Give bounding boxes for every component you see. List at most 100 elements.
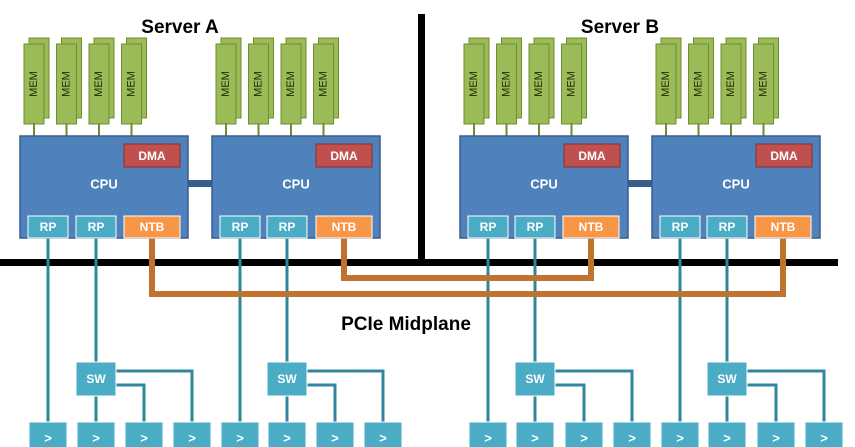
device-box: [76, 421, 116, 447]
pcie-switch: SW: [75, 361, 117, 397]
switch-label: SW: [525, 372, 545, 386]
ntb-port-label: NTB: [579, 220, 604, 234]
pcie-device: >: [315, 421, 355, 447]
ntb-port: NTB: [123, 215, 181, 239]
memory-label: MEM: [566, 71, 578, 97]
chevron-icon: >: [820, 431, 828, 446]
root-port-box: [659, 215, 701, 239]
cpu-label: CPU: [90, 177, 117, 192]
pcie-device: >: [220, 421, 260, 447]
chevron-icon: >: [531, 431, 539, 446]
device-box: [28, 421, 68, 447]
root-port-box: [27, 215, 69, 239]
memory-module: MEM: [720, 37, 747, 137]
root-port-label: RP: [527, 220, 544, 234]
pcie-switch: SW: [514, 361, 556, 397]
pcie-device: >: [363, 421, 403, 447]
device-box: [756, 421, 796, 447]
server-divider: [418, 14, 425, 262]
dma-label: DMA: [330, 149, 358, 163]
chevron-icon: >: [676, 431, 684, 446]
chevron-icon: >: [580, 431, 588, 446]
switch-box: [75, 361, 117, 397]
root-port: RP: [27, 215, 69, 239]
pcie-switch: SW: [266, 361, 308, 397]
device-box: [564, 421, 604, 447]
pcie-device: >: [756, 421, 796, 447]
root-port-box: [514, 215, 556, 239]
memory-module: MEM: [561, 37, 587, 137]
memory-label: MEM: [533, 71, 545, 97]
chevron-icon: >: [484, 431, 492, 446]
device-box: [172, 421, 212, 447]
root-port: RP: [706, 215, 748, 239]
chevron-icon: >: [283, 431, 291, 446]
chevron-icon: >: [140, 431, 148, 446]
root-port: RP: [514, 215, 556, 239]
chevron-icon: >: [379, 431, 387, 446]
server-b-title: Server B: [581, 17, 659, 38]
device-box: [707, 421, 747, 447]
dma-label: DMA: [578, 149, 606, 163]
device-box: [660, 421, 700, 447]
memory-module: MEM: [280, 37, 307, 137]
chevron-icon: >: [772, 431, 780, 446]
memory-module: MEM: [753, 37, 779, 137]
dma-engine: [755, 143, 813, 168]
root-port-label: RP: [279, 220, 296, 234]
pcie-device: >: [612, 421, 652, 447]
dma-label: DMA: [770, 149, 798, 163]
memory-module: MEM: [528, 37, 555, 137]
ntb-port: NTB: [562, 215, 620, 239]
device-box: [468, 421, 508, 447]
chevron-icon: >: [628, 431, 636, 446]
switch-label: SW: [86, 372, 106, 386]
memory-label: MEM: [660, 71, 672, 97]
memory-module: MEM: [463, 37, 490, 137]
memory-module: MEM: [313, 37, 339, 137]
root-port: RP: [219, 215, 261, 239]
switch-label: SW: [717, 372, 737, 386]
root-port-box: [706, 215, 748, 239]
memory-module: MEM: [496, 37, 522, 137]
ntb-port-box: [562, 215, 620, 239]
chevron-icon: >: [723, 431, 731, 446]
memory-label: MEM: [725, 71, 737, 97]
chevron-icon: >: [44, 431, 52, 446]
ntb-port-box: [754, 215, 812, 239]
pcie-device: >: [564, 421, 604, 447]
chevron-icon: >: [188, 431, 196, 446]
pcie-device: >: [804, 421, 844, 447]
pcie-switch: SW: [706, 361, 748, 397]
cpu-interconnect-a: [188, 180, 212, 187]
root-port: RP: [467, 215, 509, 239]
memory-label: MEM: [28, 71, 40, 97]
dma-engine: [123, 143, 181, 168]
memory-label: MEM: [93, 71, 105, 97]
pcie-device: >: [172, 421, 212, 447]
pcie-device: >: [660, 421, 700, 447]
root-port-label: RP: [672, 220, 689, 234]
memory-module: MEM: [121, 37, 147, 137]
memory-label: MEM: [501, 71, 513, 97]
ntb-link-inner: [341, 238, 594, 281]
ntb-port-label: NTB: [332, 220, 357, 234]
root-port-label: RP: [88, 220, 105, 234]
device-box: [315, 421, 355, 447]
cpu-interconnect-b: [628, 180, 652, 187]
ntb-port: NTB: [315, 215, 373, 239]
device-box: [124, 421, 164, 447]
cpu-label: CPU: [722, 177, 749, 192]
memory-label: MEM: [468, 71, 480, 97]
pcie-device: >: [76, 421, 116, 447]
device-box: [267, 421, 307, 447]
root-port-box: [219, 215, 261, 239]
chevron-icon: >: [236, 431, 244, 446]
memory-module: MEM: [23, 37, 50, 137]
memory-module: MEM: [88, 37, 115, 137]
memory-label: MEM: [758, 71, 770, 97]
pcie-device: >: [468, 421, 508, 447]
memory-label: MEM: [126, 71, 138, 97]
